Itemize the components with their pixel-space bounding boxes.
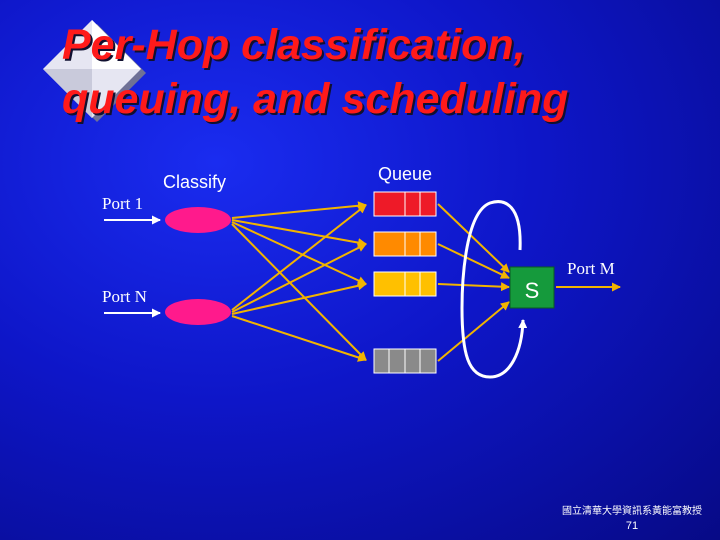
queue-yellow — [373, 271, 437, 297]
port-n-label: Port N — [102, 287, 147, 306]
slide-title: Per-Hop classification, queuing, and sch… — [62, 18, 568, 126]
port-m-label: Port M — [567, 259, 615, 278]
bullet-diamond-icon — [43, 20, 146, 122]
classify-label: Classify — [163, 172, 227, 192]
port-1-label: Port 1 — [102, 194, 144, 213]
queue-label: Queue — [378, 164, 433, 184]
slide-title-line1: Per-Hop classification, — [62, 21, 526, 69]
page-number: 71 — [625, 520, 639, 532]
footer-institution: 國立清華大學資訊系黃能富教授 — [562, 506, 702, 517]
classifier-port-1 — [165, 207, 231, 233]
classifier-port-n — [165, 299, 231, 325]
scheduler-label: S — [525, 278, 540, 303]
classifier-fanout-arrows — [231, 201, 367, 362]
queue-gray — [373, 348, 437, 374]
scheduler-round-robin-loop — [460, 200, 528, 379]
queue-orange — [373, 231, 437, 257]
queue-to-scheduler-arrows — [437, 203, 510, 362]
slide-title-line2: queuing, and scheduling — [62, 75, 569, 123]
queue-red — [373, 191, 437, 217]
scheduler-box — [509, 266, 555, 309]
footer: 國立清華大學資訊系黃能富教授 71 — [562, 504, 702, 534]
